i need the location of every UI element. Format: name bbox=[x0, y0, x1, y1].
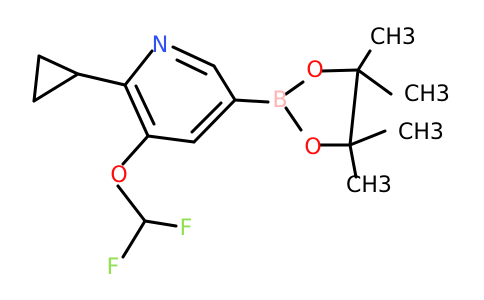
bond-ring-carbon-link bbox=[348, 68, 360, 147]
bond-c6-c5 bbox=[212, 64, 237, 102]
aromatic-bond-3 bbox=[134, 84, 156, 126]
bond-c3-o bbox=[121, 134, 150, 166]
bond-o1-c bbox=[320, 68, 360, 73]
cyclopropyl-bond-1 bbox=[37, 54, 80, 76]
cyclopropyl-bond-2 bbox=[32, 54, 41, 103]
bond-n-c6 bbox=[171, 45, 216, 68]
fluorine-label-2: F bbox=[107, 255, 120, 280]
boronate-oxygen-label-2: O bbox=[304, 135, 321, 160]
boron-label: B bbox=[272, 88, 287, 113]
bond-cf2-f1 bbox=[143, 219, 178, 228]
bond-c4-c3 bbox=[146, 134, 196, 144]
bond-b-o1 bbox=[284, 80, 305, 96]
bond-c3-c2 bbox=[123, 83, 150, 138]
bond-c2-n bbox=[123, 49, 154, 87]
bond-cf2-f2 bbox=[121, 219, 147, 259]
methyl-label-1: CH3 bbox=[370, 25, 416, 50]
methyl-label-2: CH3 bbox=[404, 82, 450, 107]
boronate-oxygen-label-1: O bbox=[306, 58, 323, 83]
aromatic-bond-2 bbox=[190, 101, 223, 134]
bond-o-cf2 bbox=[116, 184, 147, 223]
methyl-label-4: CH3 bbox=[346, 173, 392, 198]
bond-upper-ch3-1 bbox=[356, 49, 372, 72]
bond-b-o2 bbox=[284, 106, 303, 132]
methyl-label-3: CH3 bbox=[398, 120, 444, 145]
bond-upper-ch3-2 bbox=[356, 68, 393, 96]
bond-lower-ch3-1 bbox=[348, 129, 387, 147]
nitrogen-label: N bbox=[152, 33, 168, 58]
aromatic-bond-1 bbox=[175, 58, 208, 76]
cyclopropyl-bond-3 bbox=[32, 72, 80, 103]
bond-lower-ch3-2 bbox=[348, 143, 358, 179]
bond-c5-c4 bbox=[192, 98, 237, 144]
bond-c5-b bbox=[233, 98, 270, 104]
ether-oxygen-label: O bbox=[110, 163, 127, 188]
bond-c2-cyclopropyl bbox=[76, 72, 127, 87]
fluorine-label-1: F bbox=[180, 216, 193, 241]
